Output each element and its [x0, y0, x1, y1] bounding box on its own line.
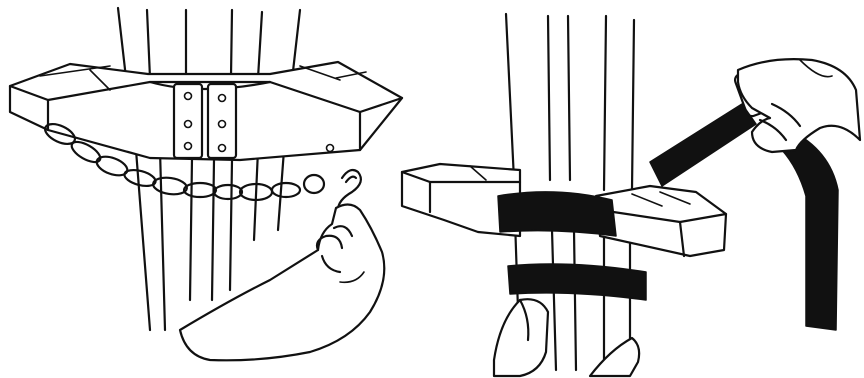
pole-left — [116, 6, 302, 332]
hand-bottom — [492, 298, 641, 378]
hinge-plates — [172, 82, 335, 160]
wooden-block-left — [400, 162, 522, 238]
panel-chain-hook — [8, 6, 404, 362]
hand-right — [736, 58, 862, 154]
chain — [44, 122, 326, 202]
hook — [336, 168, 362, 212]
wooden-block-right — [594, 184, 728, 258]
wooden-collar — [8, 60, 404, 162]
strap-band-upper — [497, 191, 617, 237]
strap-pulled — [649, 103, 839, 331]
panel-strap-buckle — [400, 12, 862, 378]
hand-left — [178, 203, 386, 362]
strap-band-lower — [507, 263, 647, 301]
